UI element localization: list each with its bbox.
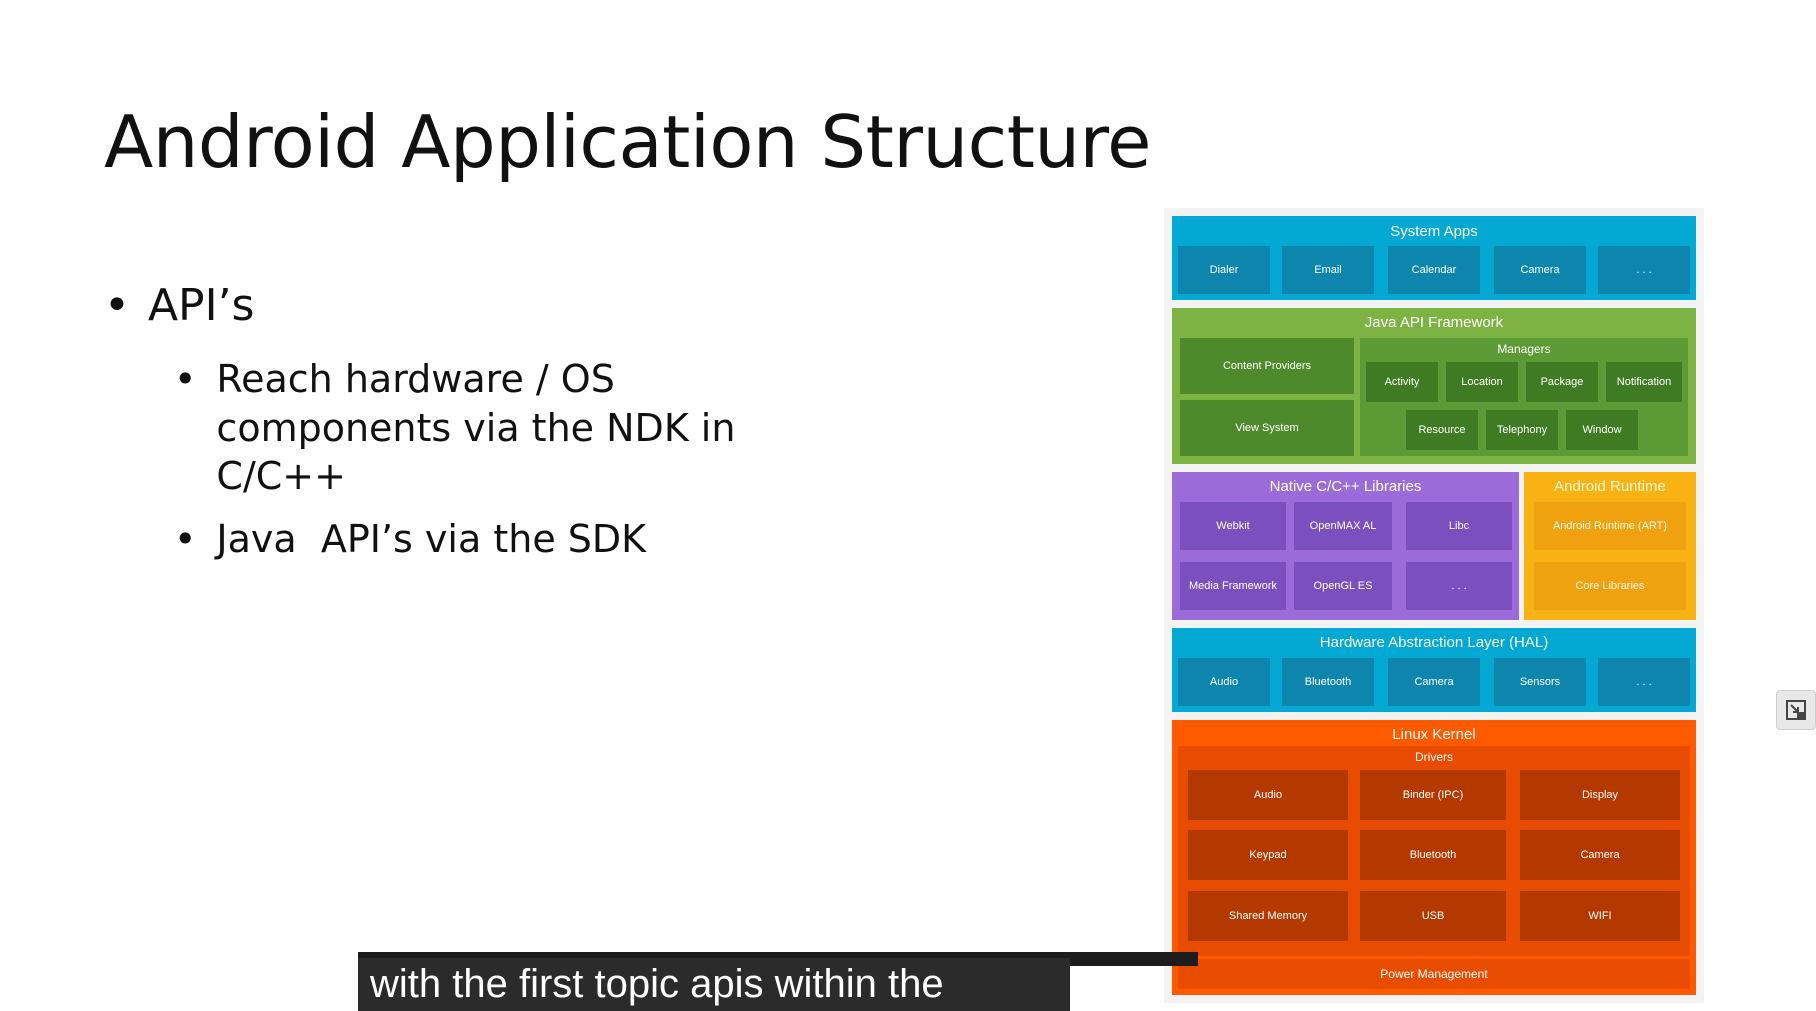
managers-title: Managers (1497, 342, 1551, 356)
layer-title: Java API Framework (1364, 314, 1504, 331)
layer-native-libraries: Native C/C++ Libraries Webkit OpenMAX AL… (1172, 472, 1519, 620)
hal-more: . . . (1598, 658, 1690, 706)
drivers-group: Drivers Audio Binder (IPC) Display Keypa… (1178, 746, 1690, 956)
layer-android-runtime: Android Runtime Android Runtime (ART) Co… (1524, 472, 1696, 620)
lib-media-framework: Media Framework (1180, 562, 1286, 610)
hal-camera: Camera (1388, 658, 1480, 706)
driver-wifi: WIFI (1520, 891, 1680, 941)
sub-bullet-ndk: •Reach hardware / OS components via the … (174, 357, 736, 499)
app-dialer: Dialer (1178, 246, 1270, 294)
power-management: Power Management (1178, 959, 1690, 989)
layer-title: Hardware Abstraction Layer (HAL) (1319, 634, 1549, 651)
manager-package: Package (1526, 362, 1598, 402)
manager-notification: Notification (1606, 362, 1682, 402)
layer-title: Android Runtime (1554, 478, 1666, 495)
manager-location: Location (1446, 362, 1518, 402)
app-calendar: Calendar (1388, 246, 1480, 294)
manager-resource: Resource (1406, 410, 1478, 450)
layer-title: Linux Kernel (1392, 726, 1476, 743)
bullet-apis: •API’s (104, 280, 255, 331)
bullet-list: •API’s •Reach hardware / OS components v… (104, 280, 816, 578)
subtitle-caption: with the first topic apis within the (358, 958, 1070, 1011)
lib-more: . . . (1406, 562, 1512, 610)
layer-java-api: Java API Framework Content Providers Vie… (1172, 308, 1696, 464)
layer-linux-kernel: Linux Kernel Drivers Audio Binder (IPC) … (1172, 720, 1696, 995)
driver-usb: USB (1360, 891, 1506, 941)
lib-openmax-al: OpenMAX AL (1294, 502, 1392, 550)
app-camera: Camera (1494, 246, 1586, 294)
driver-binder: Binder (IPC) (1360, 770, 1506, 820)
app-more: . . . (1598, 246, 1690, 294)
content-providers: Content Providers (1180, 338, 1354, 394)
driver-shared-memory: Shared Memory (1188, 891, 1348, 941)
layer-hal: Hardware Abstraction Layer (HAL) Audio B… (1172, 628, 1696, 712)
driver-display: Display (1520, 770, 1680, 820)
core-libraries: Core Libraries (1534, 562, 1686, 610)
sub-bullet-sdk: •Java API’s via the SDK (174, 516, 647, 561)
sub-bullet-list: •Reach hardware / OS components via the … (174, 355, 816, 564)
layer-title: Native C/C++ Libraries (1269, 478, 1422, 495)
layer-title: System Apps (1390, 223, 1478, 240)
drivers-title: Drivers (1415, 750, 1453, 764)
lib-webkit: Webkit (1180, 502, 1286, 550)
expand-icon (1786, 700, 1806, 720)
lib-libc: Libc (1406, 502, 1512, 550)
hal-bluetooth: Bluetooth (1282, 658, 1374, 706)
driver-camera: Camera (1520, 830, 1680, 880)
view-system: View System (1180, 400, 1354, 456)
hal-audio: Audio (1178, 658, 1270, 706)
layer-system-apps: System Apps Dialer Email Calendar Camera… (1172, 216, 1696, 300)
lib-opengl-es: OpenGL ES (1294, 562, 1392, 610)
runtime-art: Android Runtime (ART) (1534, 502, 1686, 550)
driver-keypad: Keypad (1188, 830, 1348, 880)
expand-button[interactable] (1776, 690, 1816, 730)
manager-activity: Activity (1366, 362, 1438, 402)
app-email: Email (1282, 246, 1374, 294)
hal-sensors: Sensors (1494, 658, 1586, 706)
slide-title: Android Application Structure (104, 100, 1151, 184)
driver-audio: Audio (1188, 770, 1348, 820)
manager-telephony: Telephony (1486, 410, 1558, 450)
driver-bluetooth: Bluetooth (1360, 830, 1506, 880)
android-stack-diagram: System Apps Dialer Email Calendar Camera… (1164, 208, 1704, 1003)
managers-group: Managers Activity Location Package Notif… (1360, 338, 1688, 456)
manager-window: Window (1566, 410, 1638, 450)
